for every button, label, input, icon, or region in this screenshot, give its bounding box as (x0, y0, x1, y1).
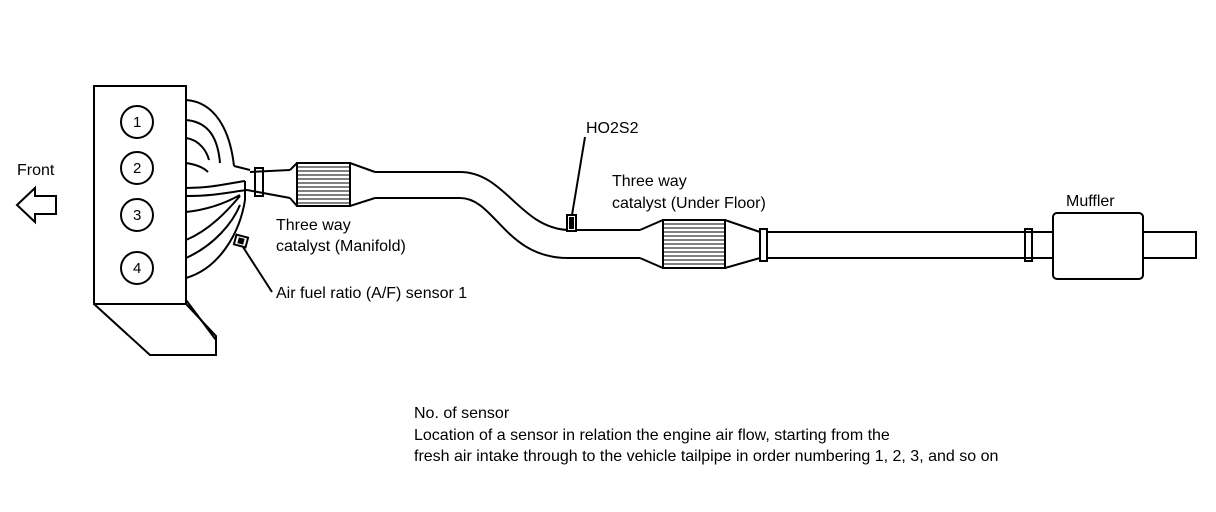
front-arrow-icon (15, 185, 57, 225)
muffler-label: Muffler (1066, 193, 1115, 210)
rear-flange (759, 228, 768, 262)
cylinder-1 (120, 105, 154, 139)
note-line-2: fresh air intake through to the vehicle … (414, 448, 999, 465)
note-title: No. of sensor (414, 405, 510, 422)
ho2s2-label: HO2S2 (586, 120, 639, 137)
manifold-catalyst-hatch (297, 166, 350, 204)
exhaust-manifold (185, 99, 251, 279)
cylinder-3-label: 3 (133, 207, 141, 224)
underfloor-catalyst-hatch (663, 223, 725, 265)
note-line-1: Location of a sensor in relation the eng… (414, 426, 890, 444)
tail-pipe (767, 228, 1053, 262)
cylinder-1-label: 1 (133, 114, 141, 131)
manifold-catalyst-label-2: catalyst (Manifold) (276, 238, 406, 255)
front-pipe (246, 167, 291, 199)
muffler (1052, 212, 1144, 280)
outlet-pipe (1143, 231, 1197, 259)
manifold-catalyst (289, 162, 376, 207)
cylinder-2 (120, 151, 154, 185)
ho2s2-leader-line (571, 136, 586, 216)
cylinder-4-label: 4 (133, 260, 141, 277)
engine-block (93, 85, 217, 356)
cylinder-3 (120, 198, 154, 232)
cylinder-4 (120, 251, 154, 285)
cylinder-2-label: 2 (133, 160, 141, 177)
underfloor-catalyst-label-2: catalyst (Under Floor) (612, 195, 766, 212)
af-sensor-leader-line (242, 246, 273, 293)
af-sensor-label: Air fuel ratio (A/F) sensor 1 (276, 285, 467, 302)
front-label: Front (17, 162, 55, 179)
manifold-catalyst-label-1: Three way (276, 217, 351, 234)
sensor-numbering-note: No. of sensor Location of a sensor in re… (414, 403, 1204, 468)
middle-pipe (375, 171, 640, 259)
af-sensor (232, 233, 250, 249)
underfloor-catalyst-label-1: Three way (612, 173, 687, 190)
